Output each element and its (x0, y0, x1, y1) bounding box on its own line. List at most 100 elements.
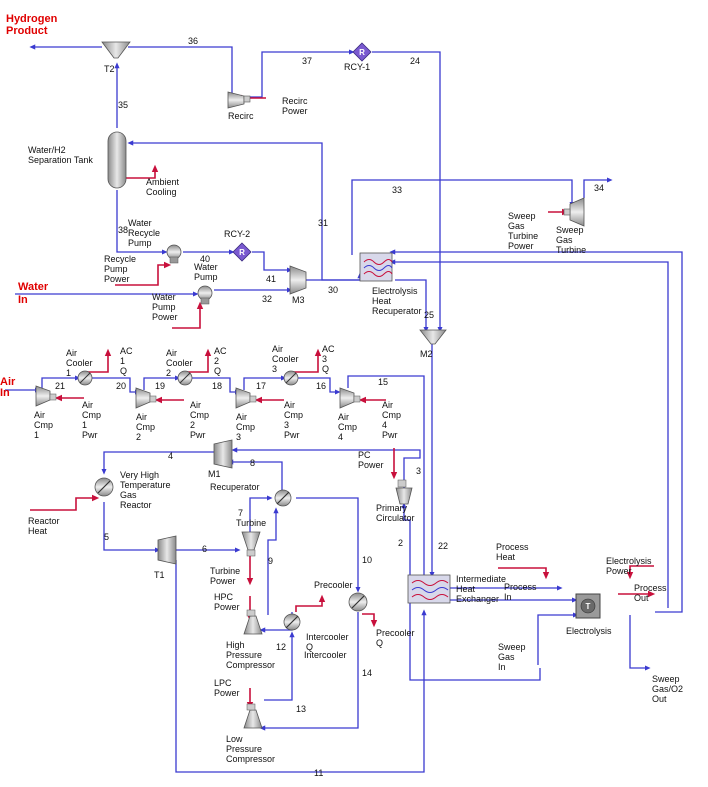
stream-number-13: 13 (296, 704, 306, 714)
equipment: R R (35, 41, 601, 729)
stream-18[interactable] (192, 377, 241, 395)
stream-number-35: 35 (118, 100, 128, 110)
stream-9[interactable] (267, 507, 279, 615)
electrolysis-heat-recuperator[interactable] (359, 252, 393, 282)
air-cmp-2[interactable] (135, 387, 157, 409)
stream-38[interactable] (116, 190, 168, 255)
stream-ihx-return[interactable] (409, 598, 541, 681)
stream-20[interactable] (92, 377, 141, 395)
air-in-label: Air In (0, 376, 18, 399)
energy-ac1q[interactable] (86, 348, 112, 373)
svg-text:T: T (586, 602, 591, 611)
stream-15[interactable] (347, 375, 427, 583)
svg-text:R: R (239, 248, 245, 257)
stream-number-20: 20 (116, 381, 126, 391)
stream-5[interactable] (103, 502, 161, 553)
stream-41[interactable] (252, 251, 293, 273)
low-pressure-compressor[interactable] (243, 703, 263, 729)
stream-number-37: 37 (302, 56, 312, 66)
stream-24[interactable] (372, 51, 443, 333)
stream-25[interactable] (395, 279, 429, 333)
water-pump[interactable] (197, 285, 213, 305)
energy-water-pump-power[interactable] (172, 301, 204, 329)
recirc-compressor[interactable] (227, 91, 251, 109)
stream-34[interactable] (583, 177, 613, 198)
intercooler[interactable] (283, 613, 301, 631)
stream-21[interactable] (41, 375, 81, 390)
high-pressure-compressor[interactable] (243, 609, 263, 635)
energy-ac3q[interactable] (292, 348, 322, 373)
air-cooler-2[interactable] (177, 370, 193, 386)
energy-ac2q[interactable] (186, 348, 212, 373)
energy-reactor-heat[interactable] (30, 494, 100, 511)
stream-7[interactable] (249, 495, 273, 535)
energy-process-heat[interactable] (498, 567, 550, 580)
t2-tee[interactable] (101, 41, 131, 59)
stream-13[interactable] (264, 631, 295, 701)
stream-3[interactable] (231, 447, 421, 488)
stream-4[interactable] (101, 451, 214, 475)
air-cooler-3[interactable] (283, 370, 299, 386)
m2-mixer[interactable] (419, 329, 447, 345)
stream-11[interactable] (175, 560, 427, 773)
stream-16[interactable] (298, 377, 341, 395)
intermediate-heat-exchanger[interactable] (407, 574, 451, 604)
energy-precooler-q[interactable] (362, 613, 378, 628)
energy-intercooler-q[interactable] (295, 594, 326, 612)
stream-number-33: 33 (392, 185, 402, 195)
stream-2[interactable] (401, 502, 411, 575)
stream-sweep-gas-o2-out[interactable] (629, 615, 651, 671)
stream-17[interactable] (243, 375, 287, 390)
water-recycle-pump[interactable] (166, 244, 182, 264)
sweep-gas-turbine[interactable] (563, 197, 585, 227)
separation-tank[interactable] (107, 131, 127, 189)
precooler[interactable] (348, 592, 368, 612)
electrolysis-unit[interactable]: T (575, 593, 601, 619)
energy-ambient-cooling[interactable] (125, 164, 159, 179)
stream-37[interactable] (250, 49, 355, 98)
primary-circulator[interactable] (395, 479, 413, 505)
rcy2-recycle[interactable]: R (232, 242, 252, 262)
stream-electrolysis-sweep-return[interactable] (389, 249, 683, 613)
stream-33[interactable] (351, 179, 575, 255)
gas-turbine[interactable] (241, 531, 261, 557)
rcy1-recycle[interactable]: R (352, 42, 372, 62)
recuperator[interactable] (274, 489, 292, 507)
air-cmp-3[interactable] (235, 387, 257, 409)
stream-14[interactable] (259, 612, 359, 731)
stream-31[interactable] (127, 140, 372, 281)
energy-electrolysis-power[interactable] (626, 565, 654, 580)
t1-label: T1 (154, 570, 165, 580)
stream-10[interactable] (296, 497, 361, 593)
stream-number-22: 22 (438, 541, 448, 551)
stream-19[interactable] (143, 375, 181, 390)
m1-mixer[interactable] (213, 439, 233, 469)
air-cooler-1[interactable] (77, 370, 93, 386)
vhtr-reactor[interactable] (94, 477, 114, 497)
stream-sweep-gas-in[interactable] (537, 612, 579, 665)
t1-tee[interactable] (157, 535, 177, 565)
stream-8[interactable] (227, 459, 283, 490)
stream-36[interactable] (128, 46, 235, 103)
m1-label: M1 (208, 469, 221, 479)
stream-30[interactable] (306, 272, 363, 281)
m2-label: M2 (420, 349, 433, 359)
air-cmp-4[interactable] (339, 387, 361, 409)
energy-recycle-pump-power[interactable] (115, 261, 172, 286)
m3-mixer[interactable] (289, 265, 307, 295)
stream-electrolysis-h2-return[interactable] (389, 259, 669, 608)
stream-number-10: 10 (362, 555, 372, 565)
air-cmp-1[interactable] (35, 385, 57, 407)
